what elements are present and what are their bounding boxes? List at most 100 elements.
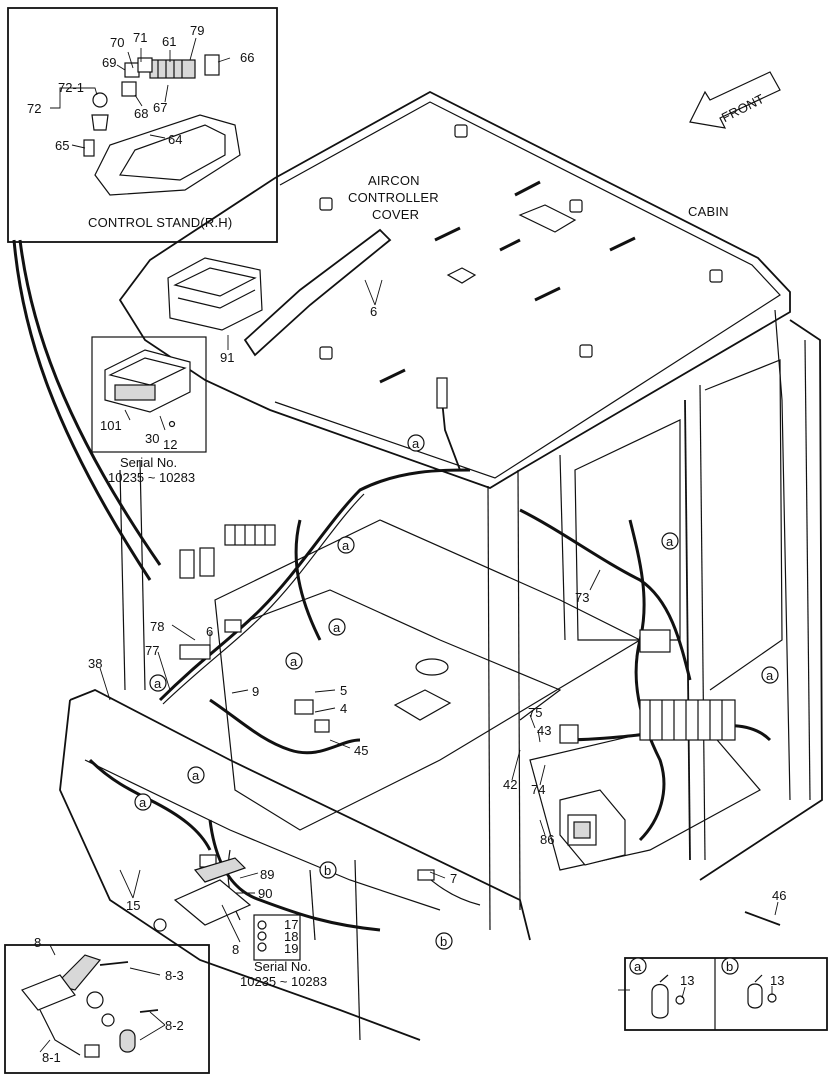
controller-serial-inset [91,336,207,453]
label-13-a: 13 [680,973,694,988]
callout-a-roof: a [407,434,425,452]
detail-boxes [624,957,828,1031]
label-66: 66 [240,50,254,65]
svg-text:a: a [333,620,341,635]
aircon-label-1: AIRCON [368,173,420,188]
callout-a-floor-2: a [285,652,303,670]
label-65: 65 [55,138,69,153]
label-18: 18 [284,929,298,944]
pedal-assembly [153,857,252,932]
label-77: 77 [145,643,159,658]
callout-a-left-2: a [149,674,167,692]
serial-b-line2: 10235 ~ 10283 [240,974,327,989]
svg-text:a: a [290,654,298,669]
callout-b-detail: b [721,957,739,975]
label-68: 68 [134,106,148,121]
callout-a-left-1: a [337,536,355,554]
label-6-roof: 6 [370,304,377,319]
label-70: 70 [110,35,124,50]
svg-text:b: b [440,934,447,949]
label-90: 90 [258,886,272,901]
aircon-label-3: COVER [372,207,419,222]
serial-a-line2: 10235 ~ 10283 [108,470,195,485]
label-79: 79 [190,23,204,38]
callout-a-right-2: a [761,666,779,684]
svg-text:a: a [634,959,642,974]
control-stand-title: CONTROL STAND(R.H) [88,215,232,230]
svg-text:a: a [192,768,200,783]
label-45: 45 [354,743,368,758]
label-89: 89 [260,867,274,882]
label-15: 15 [126,898,140,913]
label-9: 9 [252,684,259,699]
label-8-1: 8-1 [42,1050,61,1065]
callout-markers: a a a a a a a a [134,434,779,975]
label-42: 42 [503,777,517,792]
label-43: 43 [537,723,551,738]
cabin-label: CABIN [688,204,729,219]
label-74: 74 [531,782,545,797]
label-8-3: 8-3 [165,968,184,983]
svg-text:b: b [726,959,733,974]
leader-lines [39,37,779,1053]
label-91: 91 [220,350,234,365]
pedal-inset [4,944,210,1074]
fuse-box [559,789,626,866]
label-72: 72 [27,101,41,116]
label-13-b: 13 [770,973,784,988]
label-69: 69 [102,55,116,70]
svg-text:b: b [324,863,331,878]
relay-bank [639,699,736,741]
label-5: 5 [340,683,347,698]
callout-a-front-2: a [134,793,152,811]
label-17: 17 [284,917,298,932]
front-arrow [689,71,781,129]
label-73: 73 [575,590,589,605]
wiring-harness [88,377,781,1041]
switch-panel [179,524,276,579]
callout-b-2: b [435,932,453,950]
serial-inset-box [253,914,301,961]
callout-a-front-1: a [187,766,205,784]
roof-dashes [379,180,636,384]
callout-a-detail: a [629,957,647,975]
cabin-structure [59,90,823,1041]
callout-a-floor-1: a [328,618,346,636]
label-67: 67 [153,100,167,115]
aircon-label-2: CONTROLLER [348,190,439,205]
label-46: 46 [772,888,786,903]
label-71: 71 [133,30,147,45]
svg-text:a: a [154,676,162,691]
label-75: 75 [528,705,542,720]
roof-bolts [319,124,723,360]
svg-text:a: a [412,436,420,451]
label-30: 30 [145,431,159,446]
label-8-2: 8-2 [165,1018,184,1033]
label-61: 61 [162,34,176,49]
svg-text:a: a [666,534,674,549]
serial-b-line1: Serial No. [254,959,311,974]
label-8-inset: 8 [34,935,41,950]
label-7: 7 [450,871,457,886]
serial-a-line1: Serial No. [120,455,177,470]
label-64: 64 [168,132,182,147]
label-38: 38 [88,656,102,671]
aircon-controller-unit [167,257,263,331]
label-12: 12 [163,437,177,452]
label-78: 78 [150,619,164,634]
svg-text:a: a [342,538,350,553]
label-101: 101 [100,418,122,433]
svg-text:a: a [766,668,774,683]
label-19: 19 [284,941,298,956]
control-stand-inset [7,7,278,581]
label-4: 4 [340,701,347,716]
callout-a-right-1: a [661,532,679,550]
label-8: 8 [232,942,239,957]
label-72-1: 72-1 [58,80,84,95]
part-labels: 70 71 61 79 66 69 72-1 72 68 67 65 64 CO… [27,23,786,1065]
label-86: 86 [540,832,554,847]
callout-b-1: b [319,861,337,879]
svg-text:a: a [139,795,147,810]
label-6-floor: 6 [206,624,213,639]
